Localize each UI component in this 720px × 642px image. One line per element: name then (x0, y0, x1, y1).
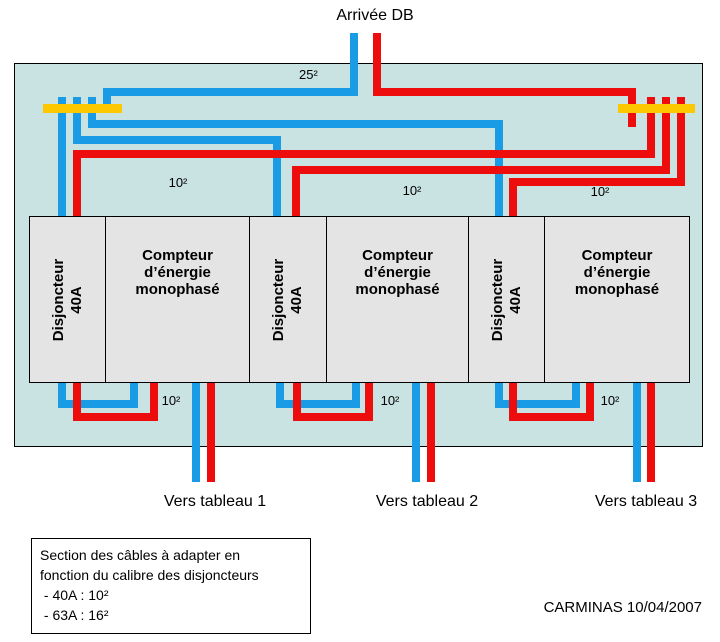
meter-3-box: Compteur d’énergie monophasé (544, 216, 690, 383)
note-line: - 63A : 16² (40, 607, 109, 623)
breaker-rating: 40A (67, 285, 85, 314)
meter-label-line2: d’énergie (144, 264, 211, 281)
section-label-link-2: 10² (380, 393, 400, 408)
phase-bus-bar (618, 104, 695, 113)
neutral-wire-incoming (103, 33, 358, 113)
breaker-rating: 40A (288, 285, 305, 314)
phase-link-breaker1-meter1 (73, 383, 158, 421)
breaker-name: Disjoncteur (270, 258, 287, 341)
breaker-name: Disjoncteur (488, 258, 506, 341)
meter-label-line2: d’énergie (364, 264, 431, 281)
breaker-name: Disjoncteur (49, 258, 67, 341)
phase-link-breaker3-meter3 (509, 383, 594, 421)
meter-label-line3: monophasé (135, 281, 220, 298)
meter-label-line1: Compteur (142, 247, 213, 264)
neutral-link-breaker3-meter3 (495, 383, 580, 408)
neutral-link-breaker2-meter2 (276, 383, 360, 408)
section-label-branch-1: 10² (168, 175, 188, 190)
meter-label-line3: monophasé (574, 281, 660, 298)
section-label-incoming: 25² (299, 67, 318, 82)
section-label-link-3: 10² (600, 393, 620, 408)
breaker-2-label: Disjoncteur 40A (270, 220, 306, 380)
breaker-3-label: Disjoncteur 40A (489, 220, 525, 380)
cable-section-note: Section des câbles à adapter en fonction… (31, 538, 311, 634)
breaker-1-box: Disjoncteur 40A (29, 216, 106, 383)
note-line: - 40A : 10² (40, 587, 109, 603)
meter-label-line2: d’énergie (583, 264, 651, 281)
meter-label-line1: Compteur (581, 247, 653, 264)
breaker-2-box: Disjoncteur 40A (249, 216, 327, 383)
note-line: fonction du calibre des disjoncteurs (40, 567, 259, 583)
output-label-tableau3: Vers tableau 3 (594, 493, 698, 510)
neutral-wire-breaker2 (73, 97, 281, 220)
phase-wire-breaker2 (292, 97, 670, 220)
meter-1-box: Compteur d’énergie monophasé (105, 216, 250, 383)
diagram-title: Arrivée DB (336, 7, 414, 24)
neutral-link-breaker1-meter1 (58, 383, 138, 408)
breaker-rating: 40A (506, 285, 524, 314)
credit-text: CARMINAS 10/04/2007 (543, 599, 702, 616)
breaker-3-box: Disjoncteur 40A (468, 216, 545, 383)
phase-link-breaker2-meter2 (293, 383, 373, 421)
output-label-tableau1: Vers tableau 1 (163, 493, 267, 510)
note-line: Section des câbles à adapter en (40, 547, 241, 563)
section-label-branch-2: 10² (402, 183, 422, 198)
section-label-branch-3: 10² (590, 184, 610, 199)
meter-label-line1: Compteur (362, 247, 433, 264)
breaker-1-label: Disjoncteur 40A (50, 220, 86, 380)
meter-label-line3: monophasé (355, 281, 440, 298)
neutral-bus-bar (43, 104, 122, 113)
section-label-link-1: 10² (161, 393, 181, 408)
phase-wire-breaker3 (509, 97, 685, 220)
phase-wire-breaker1 (73, 97, 655, 220)
output-label-tableau2: Vers tableau 2 (375, 493, 479, 510)
meter-2-box: Compteur d’énergie monophasé (326, 216, 469, 383)
